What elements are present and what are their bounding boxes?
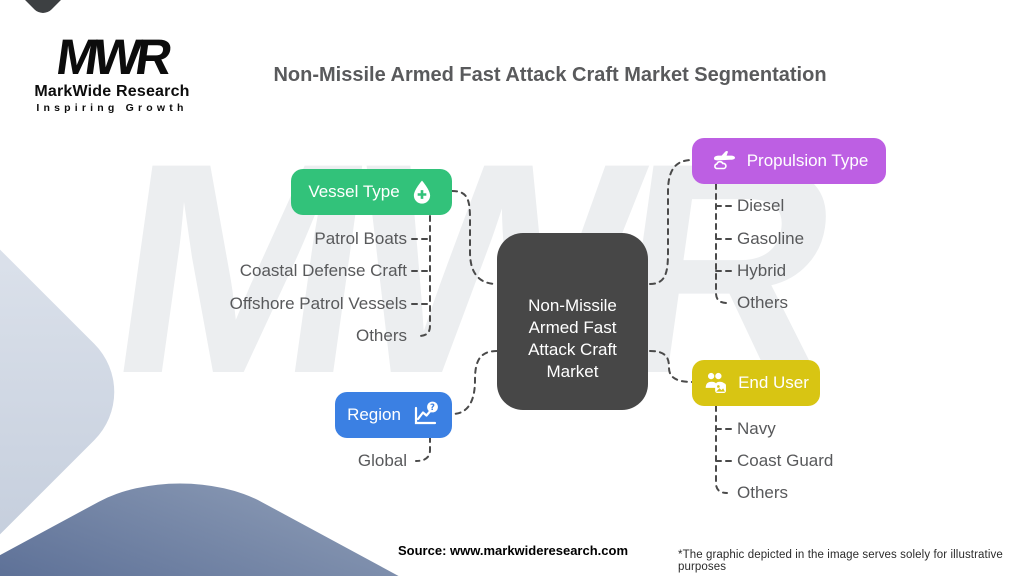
segment-label-propulsion-type: Propulsion Type	[746, 151, 869, 170]
item-patrol-boats: Patrol Boats	[314, 229, 407, 248]
logo-tagline: Inspiring Growth	[36, 102, 188, 114]
segment-badge-propulsion-type: Propulsion Type	[692, 138, 886, 184]
item-diesel: Diesel	[737, 196, 785, 215]
item-vessel-others: Others	[355, 326, 407, 345]
center-line-3: Attack Craft	[528, 339, 617, 359]
connector-region-items	[415, 436, 431, 462]
segment-label-vessel-type: Vessel Type	[308, 182, 400, 201]
markwide-logo: MWR MarkWide Research Inspiring Growth	[34, 29, 190, 114]
svg-text:?: ?	[430, 403, 435, 413]
item-global: Global	[357, 451, 407, 470]
users-photo-icon	[703, 370, 729, 396]
plane-icon	[710, 147, 738, 175]
segment-badge-region: Region ?	[335, 392, 452, 438]
item-propulsion-others: Others	[737, 293, 789, 312]
segment-label-end-user: End User	[738, 373, 809, 392]
center-market-node: Non-Missile Armed Fast Attack Craft Mark…	[497, 233, 648, 410]
logo-mwr-text: MWR	[53, 29, 171, 85]
segment-badge-end-user: End User	[692, 360, 820, 406]
segment-label-region: Region	[347, 405, 401, 424]
center-line-1: Non-Missile	[528, 295, 617, 315]
item-hybrid: Hybrid	[737, 261, 787, 280]
item-offshore-patrol-vessels: Offshore Patrol Vessels	[229, 294, 407, 313]
connector-enduser-items	[715, 405, 734, 494]
item-gasoline: Gasoline	[737, 229, 805, 248]
connector-vessel-to-center	[451, 190, 498, 285]
disclaimer-text: *The graphic depicted in the image serve…	[678, 549, 1003, 573]
logo-company-name: MarkWide Research	[34, 83, 190, 100]
item-enduser-others: Others	[737, 483, 789, 502]
center-line-2: Armed Fast	[528, 317, 617, 337]
chart-question-icon: ?	[410, 400, 440, 430]
connector-vessel-items	[411, 215, 431, 337]
connector-propulsion-items	[715, 183, 734, 304]
item-coast-guard: Coast Guard	[737, 451, 834, 470]
segment-badge-vessel-type: Vessel Type	[291, 169, 452, 215]
item-navy: Navy	[737, 419, 776, 438]
source-text: Source: www.markwideresearch.com	[398, 543, 629, 558]
droplet-plus-icon	[409, 179, 435, 205]
page-title: Non-Missile Armed Fast Attack Craft Mark…	[273, 64, 827, 86]
connector-center-to-enduser	[649, 350, 693, 383]
item-coastal-defense-craft: Coastal Defense Craft	[239, 261, 407, 280]
connector-center-to-propulsion	[649, 159, 693, 285]
connector-center-to-region	[451, 350, 498, 415]
center-line-4: Market	[546, 361, 599, 381]
